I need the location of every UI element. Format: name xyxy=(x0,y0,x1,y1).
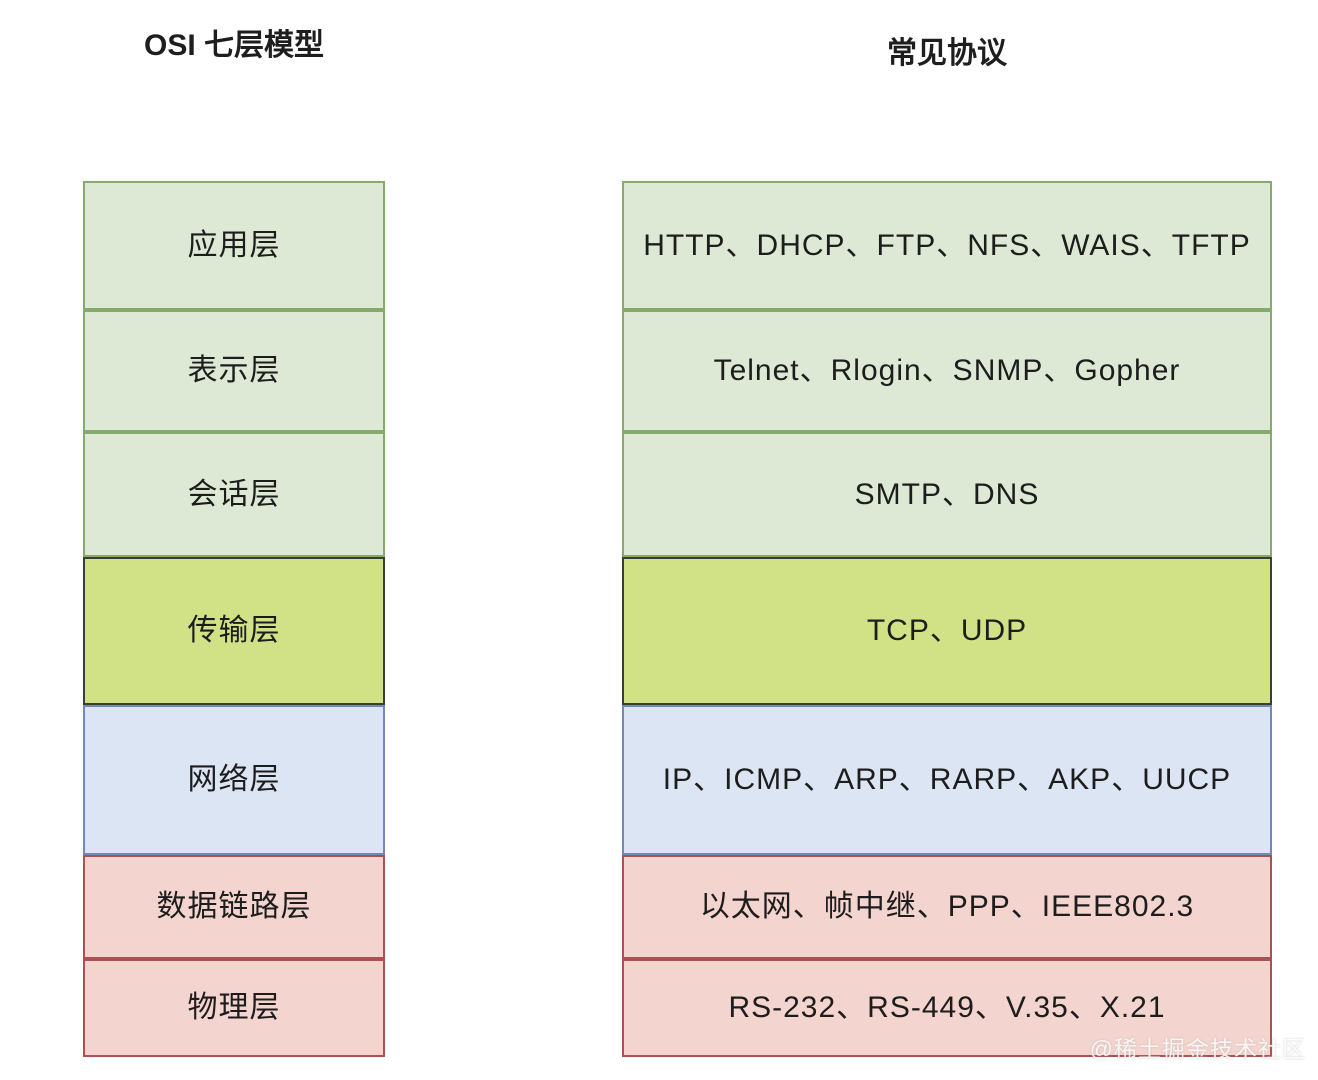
right-column-title: 常见协议 xyxy=(887,37,1007,70)
layer-cell-network-protocols: IP、ICMP、ARP、RARP、AKP、UUCP xyxy=(622,705,1272,855)
layer-cell-session-protocols: SMTP、DNS xyxy=(622,432,1272,557)
layer-cell-presentation-protocols: Telnet、Rlogin、SNMP、Gopher xyxy=(622,310,1272,432)
layer-cell-session: 会话层 xyxy=(83,432,385,557)
layer-cell-physical-protocols: RS-232、RS-449、V.35、X.21 xyxy=(622,959,1272,1057)
layer-cell-transport-protocols: TCP、UDP xyxy=(622,557,1272,705)
layer-cell-presentation-label: 表示层 xyxy=(187,354,281,388)
layer-cell-application-protocols: HTTP、DHCP、FTP、NFS、WAIS、TFTP xyxy=(622,181,1272,310)
layer-cell-physical-label: 物理层 xyxy=(187,991,281,1025)
layer-cell-physical: 物理层 xyxy=(83,959,385,1057)
layer-cell-session-label: 会话层 xyxy=(187,477,281,511)
layer-cell-transport: 传输层 xyxy=(83,557,385,705)
layer-cell-network-protocols-label: IP、ICMP、ARP、RARP、AKP、UUCP xyxy=(662,763,1232,797)
layer-cell-application: 应用层 xyxy=(83,181,385,310)
layer-cell-transport-label: 传输层 xyxy=(187,614,281,648)
layer-cell-session-protocols-label: SMTP、DNS xyxy=(854,477,1040,511)
layer-cell-presentation-protocols-label: Telnet、Rlogin、SNMP、Gopher xyxy=(713,354,1181,388)
layer-cell-network-label: 网络层 xyxy=(187,763,281,797)
layer-cell-datalink-protocols: 以太网、帧中继、PPP、IEEE802.3 xyxy=(622,855,1272,959)
layer-cell-datalink-label: 数据链路层 xyxy=(156,890,312,924)
layer-cell-transport-protocols-label: TCP、UDP xyxy=(866,614,1028,648)
left-column-title: OSI 七层模型 xyxy=(143,29,324,62)
layer-cell-physical-protocols-label: RS-232、RS-449、V.35、X.21 xyxy=(728,991,1166,1025)
layer-cell-datalink: 数据链路层 xyxy=(83,855,385,959)
layer-cell-application-label: 应用层 xyxy=(187,228,281,262)
layer-cell-network: 网络层 xyxy=(83,705,385,855)
layer-cell-datalink-protocols-label: 以太网、帧中继、PPP、IEEE802.3 xyxy=(699,890,1195,924)
layer-cell-application-protocols-label: HTTP、DHCP、FTP、NFS、WAIS、TFTP xyxy=(643,228,1251,262)
layer-cell-presentation: 表示层 xyxy=(83,310,385,432)
